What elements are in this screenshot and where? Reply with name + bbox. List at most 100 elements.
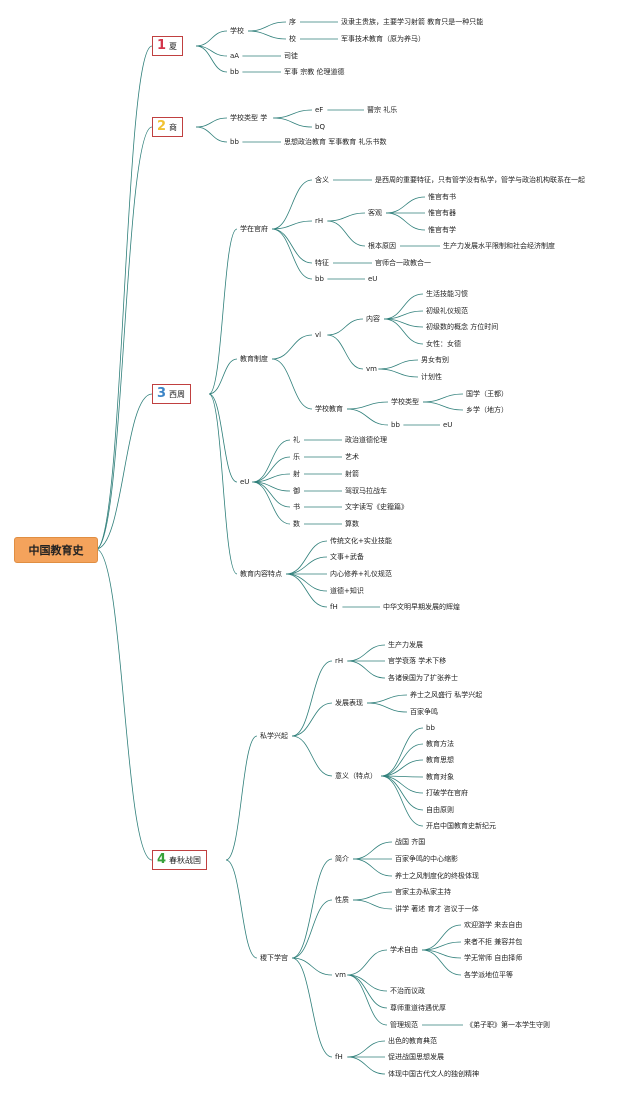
node-connector <box>378 368 419 378</box>
node-connector <box>347 1040 386 1058</box>
mindmap-node: 性质 <box>335 896 349 904</box>
branch-number: 3 <box>157 386 167 401</box>
mindmap-node: bb <box>230 68 239 76</box>
mindmap-node: 官家主办私家主持 <box>395 888 451 896</box>
branch-node-xia: 1 夏 <box>152 36 184 56</box>
mindmap-node: 官师合一政教合一 <box>375 259 431 267</box>
mindmap-node: 官学衰落 学术下移 <box>388 657 447 665</box>
mindmap-node: vm <box>335 971 346 979</box>
node-connector <box>421 941 462 951</box>
node-connector <box>380 775 424 827</box>
node-connector <box>195 126 228 143</box>
mindmap-node: 含义 <box>315 176 329 184</box>
node-connector <box>291 858 333 959</box>
mindmap-node: 序 <box>289 18 296 26</box>
mindmap-node: 《弟子职》第一本学生守则 <box>466 1021 550 1029</box>
branch-node-xizhou: 3 西周 <box>152 384 192 404</box>
mindmap-node: 文字读写《史籀篇》 <box>345 503 408 511</box>
mindmap-node: 欢迎游学 来去自由 <box>464 921 523 929</box>
mindmap-node: 体现中国古代文人的独创精神 <box>388 1070 479 1078</box>
mindmap-node: 学校类型 <box>391 398 419 406</box>
node-connector <box>380 743 424 777</box>
node-connector <box>273 117 313 128</box>
node-connector <box>327 220 366 247</box>
mindmap-node: 礼 <box>293 436 300 444</box>
mindmap-node: 射 <box>293 470 300 478</box>
mindmap-node: 射箭 <box>345 470 359 478</box>
mindmap-node: 女性：女德 <box>426 340 461 348</box>
node-connector <box>421 924 462 951</box>
mindmap-node: 中华文明早期发展的辉煌 <box>383 603 460 611</box>
node-connector <box>385 196 426 214</box>
node-connector <box>347 974 388 992</box>
mindmap-node: fH <box>335 1053 343 1061</box>
node-connector <box>271 228 313 280</box>
mindmap-node: 教育思想 <box>426 756 454 764</box>
node-connector <box>366 694 408 704</box>
mindmap-node: 出色的教育典范 <box>388 1037 437 1045</box>
node-connector <box>208 393 238 575</box>
mindmap-node: 生活技能习惯 <box>426 290 468 298</box>
mindmap-node: 内容 <box>366 315 380 323</box>
mindmap-node: 教育方法 <box>426 740 454 748</box>
mindmap-node: 艺术 <box>345 453 359 461</box>
mindmap-node: eU <box>443 421 453 429</box>
mindmap-node: bb <box>426 724 435 732</box>
node-connector <box>347 660 386 679</box>
node-connector <box>291 735 333 777</box>
mindmap-node: 教育制度 <box>240 355 268 363</box>
branch-label: 夏 <box>169 41 178 51</box>
mindmap-node: 教育对象 <box>426 773 454 781</box>
node-connector <box>347 1056 386 1075</box>
mindmap-node: 乐 <box>293 453 300 461</box>
node-connector <box>383 293 424 320</box>
node-connector <box>195 117 228 128</box>
mindmap-node: 书 <box>293 503 300 511</box>
node-connector <box>352 899 393 910</box>
mindmap-node: 养士之风盛行 私学兴起 <box>410 691 483 699</box>
mindmap-node: 特征 <box>315 259 329 267</box>
node-connector <box>291 660 333 737</box>
mindmap-node: 瞽宗 礼乐 <box>367 106 398 114</box>
node-connector <box>247 30 287 40</box>
mindmap-node: 传统文化+实业技能 <box>330 537 392 545</box>
mindmap-node: 生产力发展水平限制和社会经济制度 <box>443 242 555 250</box>
mindmap-node: 战国 齐国 <box>395 838 426 846</box>
node-connector <box>380 727 424 777</box>
mindmap-node: 惟官有器 <box>428 209 456 217</box>
node-connector <box>347 974 388 1026</box>
mindmap-node: 各学派地位平等 <box>464 971 513 979</box>
mindmap-node: 思想政治教育 军事教育 礼乐书数 <box>284 138 387 146</box>
node-connector <box>225 735 258 861</box>
node-connector <box>346 401 389 410</box>
mindmap-node: 不治而议政 <box>390 987 425 995</box>
mindmap-node: 学校 <box>230 27 244 35</box>
mindmap-node: 道德+知识 <box>330 587 364 595</box>
mindmap-node: 意义（特点） <box>335 772 377 780</box>
node-connector <box>385 212 426 231</box>
mindmap-node: bQ <box>315 123 325 131</box>
mindmap-node: bb <box>315 275 324 283</box>
node-connector <box>195 30 228 47</box>
branch-number: 1 <box>157 38 167 53</box>
branch-label: 春秋战国 <box>169 855 202 865</box>
node-connector <box>225 859 258 959</box>
node-connector <box>378 359 419 370</box>
mindmap-node: aA <box>230 52 240 60</box>
mindmap-node: 初级礼仪规范 <box>426 307 468 315</box>
mindmap-node: 学术自由 <box>390 946 418 954</box>
mindmap-node: 计划性 <box>421 373 442 381</box>
node-connector <box>285 573 328 592</box>
node-connector <box>291 899 333 959</box>
mindmap-node: 尊师重道待遇优厚 <box>390 1004 446 1012</box>
mindmap-node: bb <box>391 421 400 429</box>
mindmap-node: 自由原则 <box>426 806 454 814</box>
mindmap-node: 简介 <box>335 855 349 863</box>
mindmap-node: vl <box>315 331 322 339</box>
node-connector <box>247 21 287 32</box>
mindmap-node: 国学（王都） <box>466 390 508 398</box>
branch-node-chunqiu-zhanguo: 4 春秋战国 <box>152 850 208 870</box>
node-connector <box>291 957 333 1058</box>
mindmap-node: 私学兴起 <box>260 732 288 740</box>
